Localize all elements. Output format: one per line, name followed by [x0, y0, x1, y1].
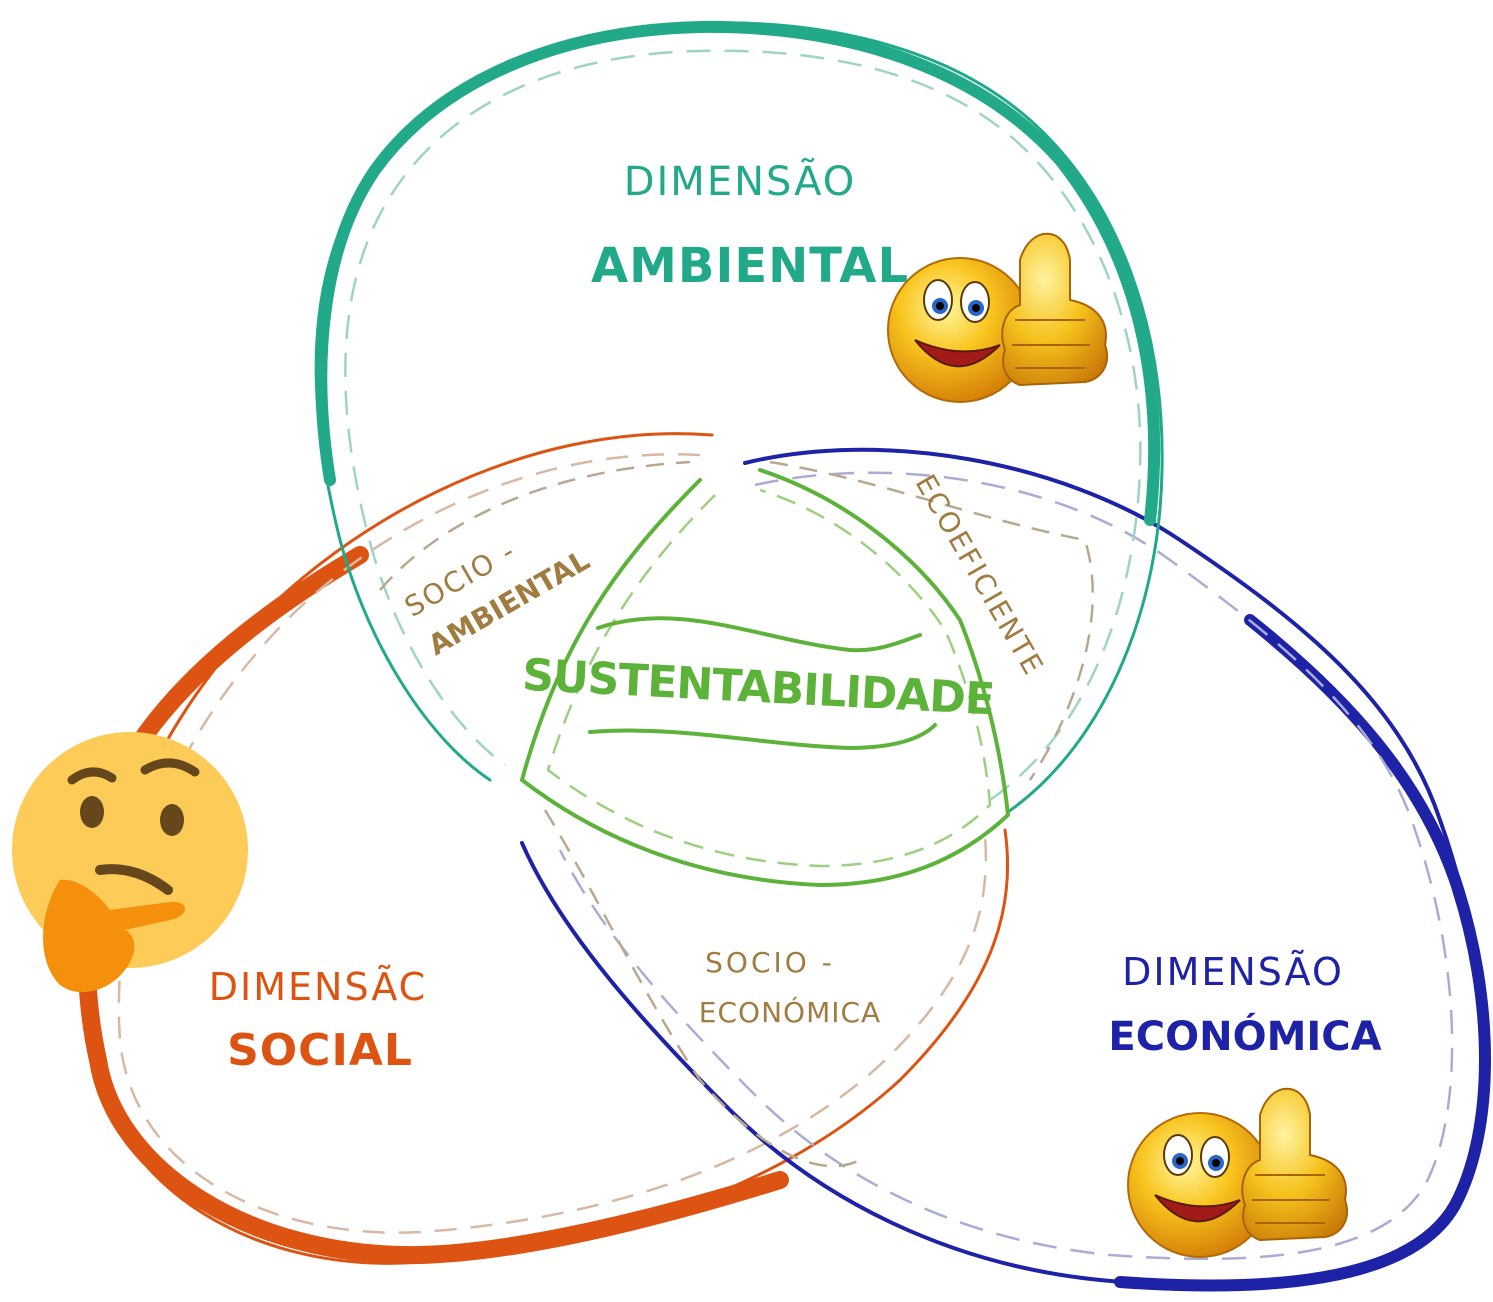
thumbs-up-smiley-icon-bottom	[1127, 1087, 1348, 1258]
socio-economica-line2: ECONÓMICA	[699, 995, 881, 1029]
thumbs-up-smiley-icon	[887, 232, 1108, 403]
thinking-face-icon	[12, 732, 248, 993]
ambiental-label: DIMENSÃO AMBIENTAL	[591, 157, 909, 294]
sustentabilidade-region	[519, 468, 1011, 888]
social-label: DIMENSÃC SOCIAL	[209, 965, 427, 1076]
economica-circle	[520, 447, 1491, 1292]
economica-label: DIMENSÃO ECONÓMICA	[1108, 950, 1381, 1060]
socio-economica-label: SOCIO - ECONÓMICA	[699, 946, 881, 1029]
socio-ambiental-label: SOCIO - AMBIENTAL	[399, 534, 595, 662]
economica-title-line2: ECONÓMICA	[1108, 1012, 1381, 1060]
socio-economica-line1: SOCIO -	[705, 946, 835, 979]
economica-title-line1: DIMENSÃO	[1122, 950, 1344, 994]
ecoeficiente-text: ECOEFICIENTE	[909, 469, 1051, 682]
ambiental-circle	[314, 20, 1164, 814]
ecoeficiente-label: ECOEFICIENTE	[909, 469, 1051, 682]
sustentabilidade-text: SUSTENTABILIDADE	[521, 650, 995, 726]
ambiental-title-line1: DIMENSÃO	[624, 157, 857, 205]
sustentabilidade-label: SUSTENTABILIDADE	[521, 650, 995, 726]
overlap-guides	[379, 460, 1094, 1168]
social-circle	[77, 432, 1010, 1265]
social-title-line1: DIMENSÃC	[209, 965, 427, 1009]
social-title-line2: SOCIAL	[227, 1025, 413, 1076]
ambiental-title-line2: AMBIENTAL	[591, 238, 909, 294]
